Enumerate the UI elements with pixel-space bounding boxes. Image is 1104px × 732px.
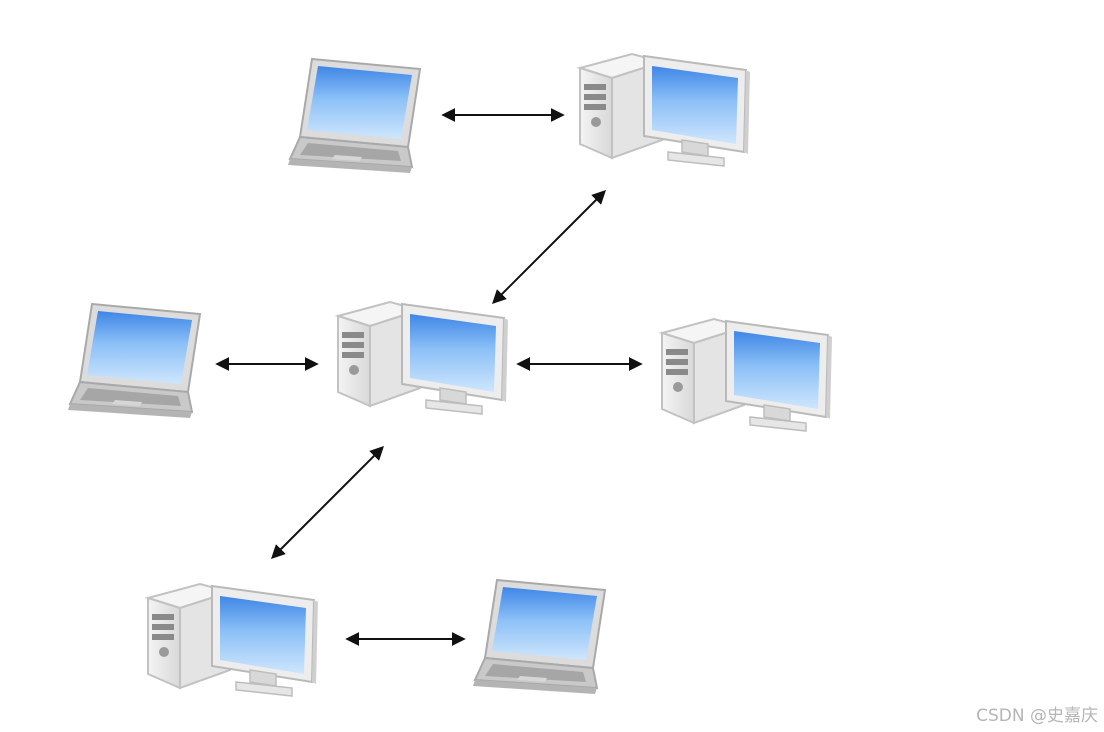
watermark-text: CSDN @史嘉庆	[976, 706, 1098, 726]
laptop-middle-left-icon	[67, 303, 201, 419]
edge-desktop-center-desktop-bottom-left	[271, 446, 384, 559]
desktop-top-right-icon	[579, 53, 751, 167]
laptop-bottom-right-icon	[472, 579, 606, 695]
desktop-center-icon	[337, 301, 509, 415]
laptop-top-left-icon	[287, 58, 421, 174]
desktop-middle-right-icon	[661, 318, 833, 432]
desktop-bottom-left-icon	[147, 583, 319, 697]
edge-desktop-top-right-desktop-center	[492, 190, 606, 304]
